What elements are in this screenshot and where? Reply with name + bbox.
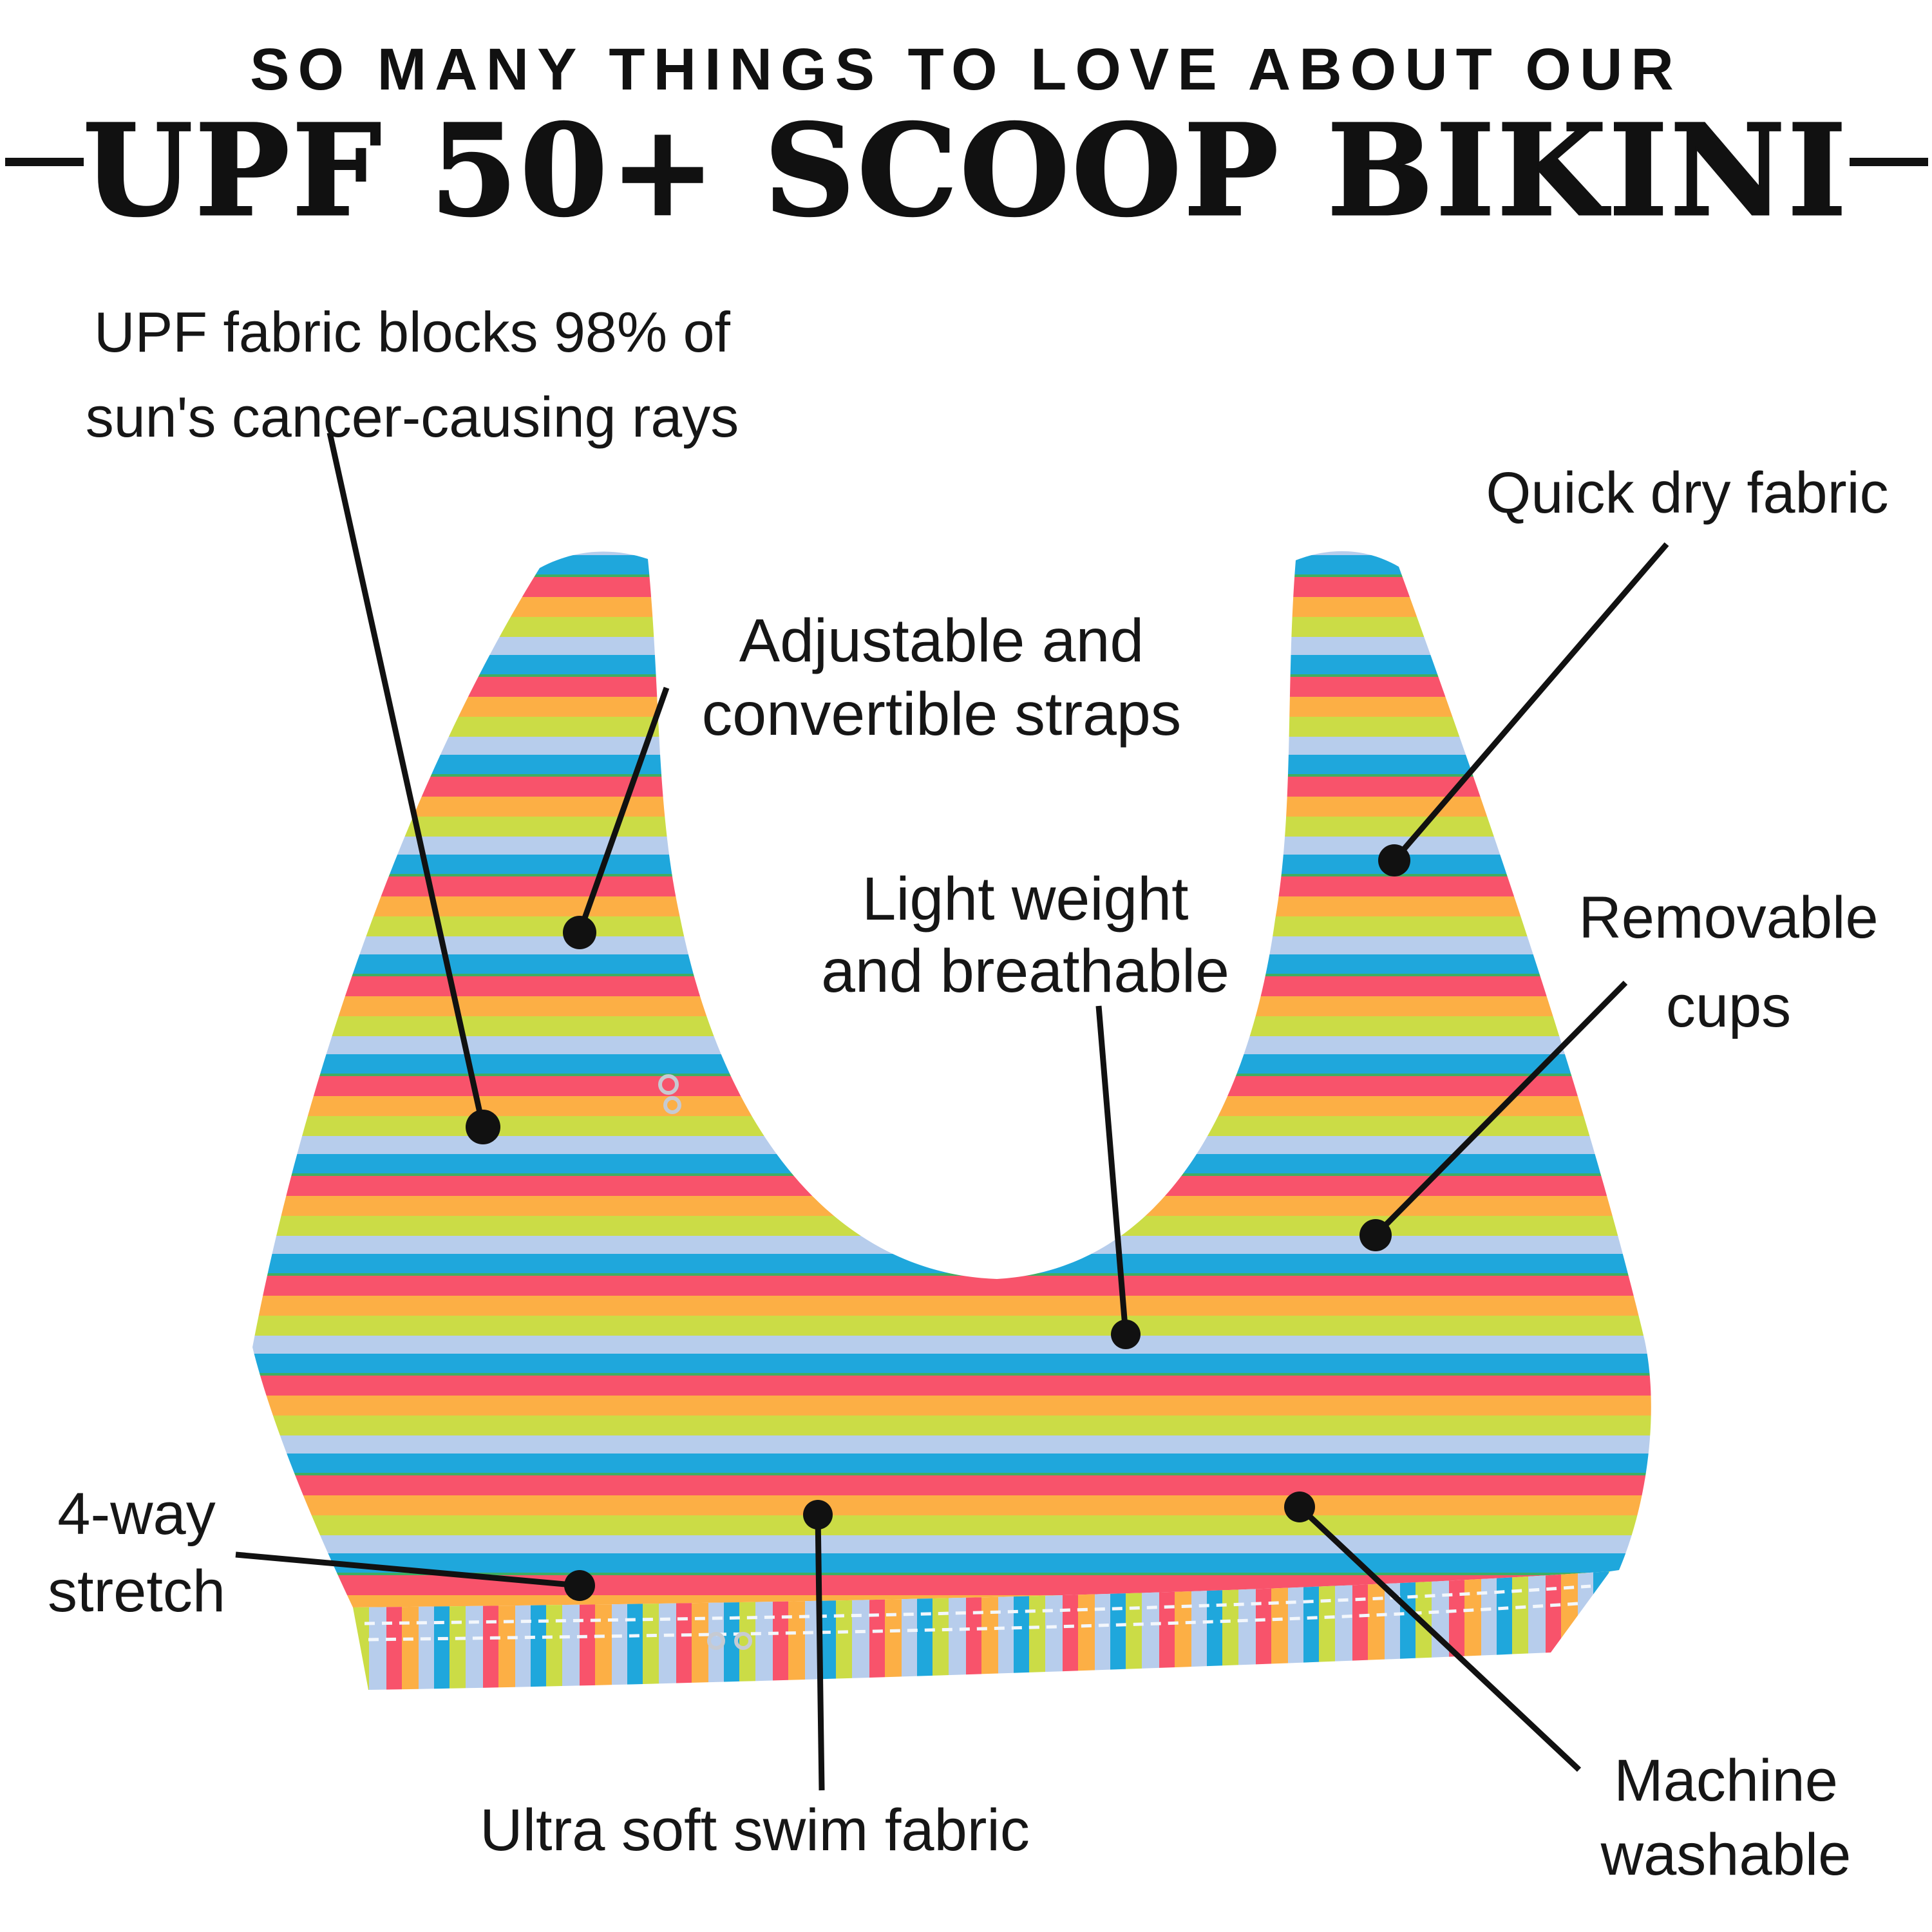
callout-four-way-stretch: 4-way stretch (48, 1476, 225, 1630)
band-stitch-line-bottom (368, 1602, 1578, 1642)
strap-slider-ring (658, 1074, 679, 1095)
leader-line-ultra-soft (815, 1514, 825, 1791)
leader-line-upf (327, 432, 486, 1128)
leader-line-light-weight (1095, 1005, 1129, 1335)
callout-text-line: cups (1665, 974, 1792, 1039)
callout-text-line: washable (1600, 1822, 1852, 1888)
band-ring-right (734, 1632, 752, 1650)
leader-dot-machine-washable (1284, 1492, 1315, 1522)
leader-dot-upf (466, 1110, 500, 1144)
callout-removable-cups: Removable cups (1578, 873, 1878, 1051)
leader-line-four-way-stretch (235, 1551, 580, 1589)
title-kicker: SO MANY THINGS TO LOVE ABOUT OUR (250, 37, 1682, 102)
leader-dot-adjustable-straps (563, 916, 596, 949)
leader-dot-light-weight (1111, 1320, 1141, 1349)
callout-text-line: Ultra soft swim fabric (480, 1797, 1030, 1863)
callout-machine-washable: Machine washable (1601, 1744, 1852, 1892)
callout-quick-dry: Quick dry fabric (1486, 459, 1888, 529)
title-dash-left (5, 158, 84, 166)
callout-text-line: Light weight (862, 865, 1189, 933)
callout-text-line: UPF fabric blocks 98% of (94, 300, 730, 364)
leader-line-removable-cups (1373, 980, 1628, 1238)
leader-dot-ultra-soft (803, 1500, 833, 1530)
leader-line-machine-washable (1297, 1504, 1582, 1772)
leader-line-quick-dry (1392, 542, 1669, 862)
page-title: UPF 50+ SCOOP BIKINI (82, 96, 1850, 245)
leader-dot-quick-dry (1378, 844, 1410, 876)
callout-text-line: Quick dry fabric (1486, 461, 1889, 526)
band-ring-left (707, 1632, 725, 1650)
callout-text-line: and breathable (821, 937, 1229, 1006)
leader-dot-removable-cups (1359, 1219, 1392, 1251)
callout-ultra-soft: Ultra soft swim fabric (480, 1794, 1030, 1866)
title-dash-right (1850, 158, 1928, 166)
callout-text-line: Adjustable and (739, 607, 1144, 675)
strap-slider-ring-2 (663, 1096, 681, 1114)
callout-text-line: stretch (47, 1558, 226, 1624)
leader-dot-four-way-stretch (564, 1570, 595, 1601)
callout-text-line: sun's cancer-causing rays (85, 385, 739, 449)
callout-text-line: convertible straps (701, 680, 1182, 748)
callout-light-weight: Light weight and breathable (821, 863, 1229, 1007)
callout-text-line: Machine (1614, 1748, 1838, 1814)
callout-text-line: 4-way (57, 1481, 216, 1547)
leader-line-adjustable-straps (576, 687, 670, 934)
callout-adjustable-straps: Adjustable and convertible straps (702, 604, 1182, 751)
band-stitch-line-top (364, 1584, 1591, 1625)
callout-upf-protection: UPF fabric blocks 98% of sun's cancer-ca… (86, 290, 739, 460)
bikini-top-body (252, 551, 1651, 1607)
callout-text-line: Removable (1578, 885, 1879, 951)
